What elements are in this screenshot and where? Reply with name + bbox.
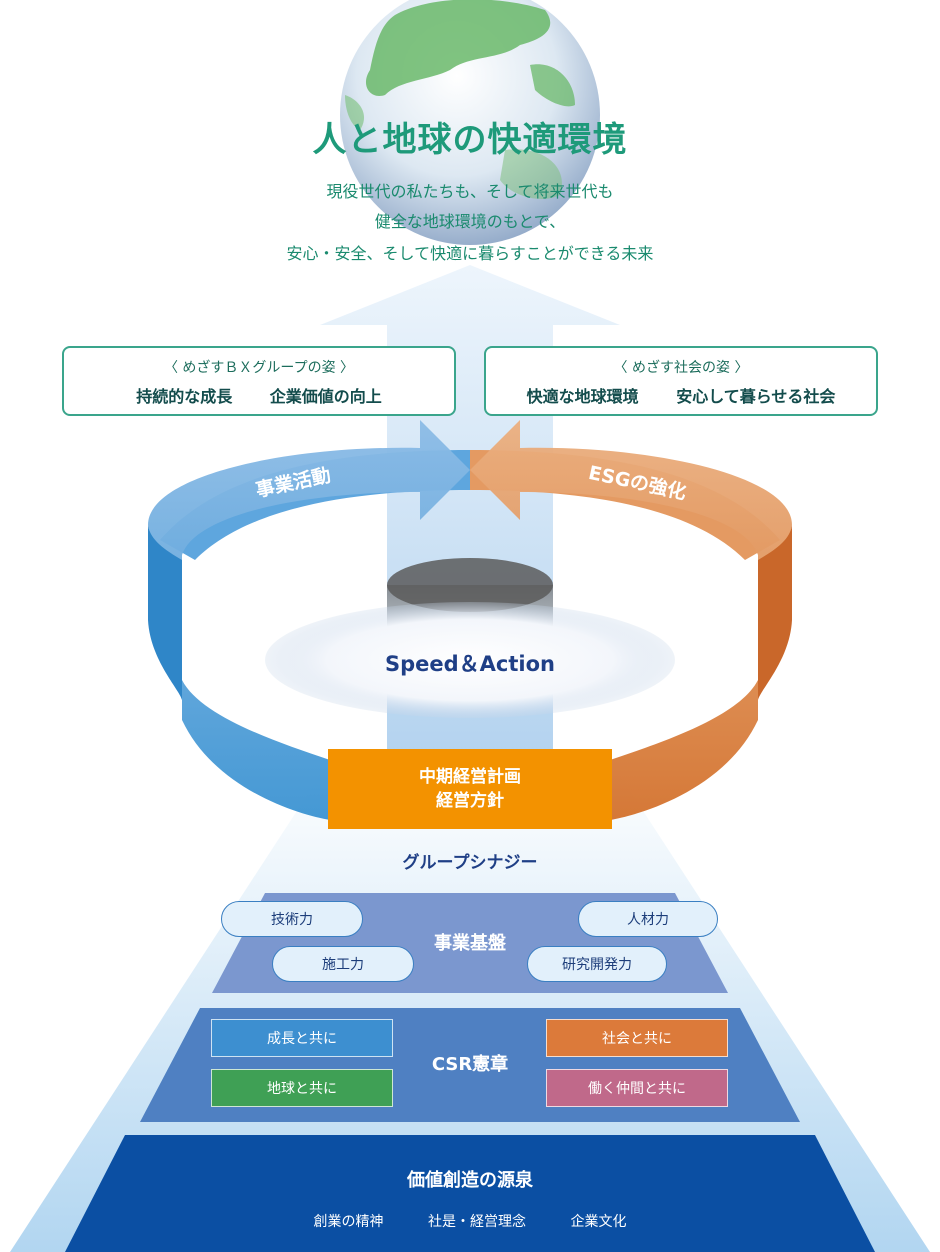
subtitle-line-2: 健全な地球環境のもとで、 — [374, 212, 566, 231]
value-source-item: 創業の精神 — [313, 1214, 384, 1230]
business-activity-arrow — [148, 420, 470, 820]
society-vision-heading: 〈 めざす社会の姿 〉 — [613, 360, 749, 376]
subtitle-line-1: 現役世代の私たちも、そして将来世代も — [326, 182, 614, 201]
business-base-title: 事業基盤 — [434, 933, 506, 954]
esg-arrow — [470, 420, 792, 820]
society-vision-box: 〈 めざす社会の姿 〉 快適な地球環境 安心して暮らせる社会 — [484, 346, 878, 416]
group-vision-item: 持続的な成長 — [136, 387, 233, 406]
speed-glow — [265, 602, 675, 718]
subtitle-line-3: 安心・安全、そして快適に暮らすことができる未来 — [286, 244, 654, 263]
csr-colleagues: 働く仲間と共に — [546, 1069, 728, 1107]
group-synergy-label: グループシナジー — [402, 853, 538, 873]
plan-line-1: 中期経営計画 — [419, 767, 521, 787]
pill-research: 研究開発力 — [527, 946, 667, 982]
pyramid-light — [10, 760, 930, 1252]
csr-earth: 地球と共に — [211, 1069, 393, 1107]
value-source-title: 価値創造の源泉 — [407, 1170, 533, 1191]
society-vision-item: 安心して暮らせる社会 — [676, 387, 836, 406]
csr-society: 社会と共に — [546, 1019, 728, 1057]
group-vision-box: 〈 めざすＢＸグループの姿 〉 持続的な成長 企業価値の向上 — [62, 346, 456, 416]
value-source-items: 創業の精神 社是・経営理念 企業文化 — [0, 1211, 940, 1231]
value-source-item: 社是・経営理念 — [428, 1214, 526, 1230]
pill-construction: 施工力 — [272, 946, 414, 982]
csr-growth: 成長と共に — [211, 1019, 393, 1057]
pill-technology: 技術力 — [221, 901, 363, 937]
society-vision-item: 快適な地球環境 — [526, 387, 639, 406]
group-vision-heading: 〈 めざすＢＸグループの姿 〉 — [163, 360, 355, 376]
speed-action-label: Speed＆Action — [385, 652, 555, 676]
csr-title: CSR憲章 — [431, 1054, 509, 1075]
pill-human-resources: 人材力 — [578, 901, 718, 937]
globe-icon — [340, 0, 600, 245]
group-vision-item: 企業価値の向上 — [269, 387, 382, 406]
main-title: 人と地球の快適環境 — [312, 120, 628, 160]
plan-line-2: 経営方針 — [436, 791, 504, 811]
value-source-item: 企業文化 — [570, 1214, 627, 1230]
mid-term-plan-box: 中期経営計画 経営方針 — [328, 749, 612, 829]
source-tier — [65, 1135, 875, 1252]
